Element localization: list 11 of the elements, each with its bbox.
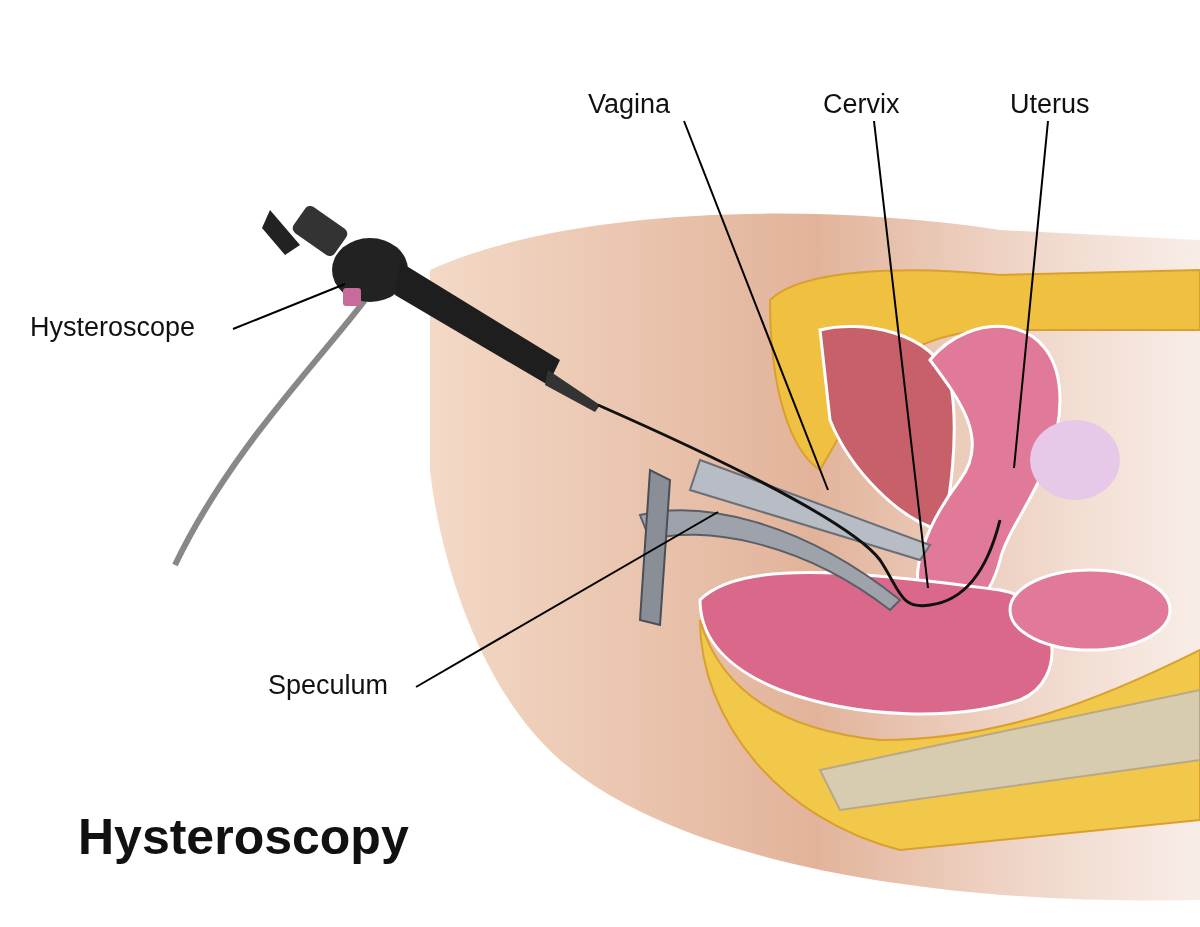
part-label: Speculum — [268, 669, 389, 702]
part-label: Cervix — [823, 88, 900, 121]
part-label: Uterus — [1010, 88, 1090, 121]
part-label: Hysteroscope — [30, 311, 196, 344]
part-label: Vagina — [588, 88, 671, 121]
leader-line — [232, 283, 346, 330]
diagram-title: Hysteroscopy — [78, 808, 409, 866]
leader-line — [683, 120, 829, 491]
leader-line — [873, 120, 929, 589]
leader-line — [1013, 120, 1049, 469]
leader-line — [415, 511, 719, 688]
